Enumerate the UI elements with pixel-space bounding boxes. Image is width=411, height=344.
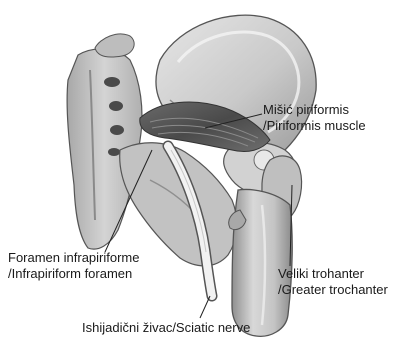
- sciatic-label: Ishijadični živac/Sciatic nerve: [82, 320, 250, 336]
- sciatic-label-line1: Ishijadični živac/Sciatic nerve: [82, 320, 250, 336]
- lumbar-vertebra: [95, 34, 134, 57]
- foramen-label-line1: Foramen infrapiriforme: [8, 250, 140, 266]
- trochanter-label: Veliki trohanter /Greater trochanter: [278, 266, 388, 298]
- sacral-foramen: [104, 77, 120, 87]
- sacral-foramen: [109, 101, 123, 111]
- foramen-label: Foramen infrapiriforme /Infrapiriform fo…: [8, 250, 140, 282]
- sacral-foramen: [110, 125, 124, 135]
- piriformis-label-line2: /Piriformis muscle: [263, 118, 366, 134]
- piriformis-label: Mišić piriformis /Piriformis muscle: [263, 102, 366, 134]
- foramen-label-line2: /Infrapiriform foramen: [8, 266, 140, 282]
- trochanter-label-line2: /Greater trochanter: [278, 282, 388, 298]
- trochanter-label-line1: Veliki trohanter: [278, 266, 388, 282]
- piriformis-label-line1: Mišić piriformis: [263, 102, 366, 118]
- leader-line-sciatic: [200, 296, 210, 318]
- sacral-foramen: [108, 148, 120, 156]
